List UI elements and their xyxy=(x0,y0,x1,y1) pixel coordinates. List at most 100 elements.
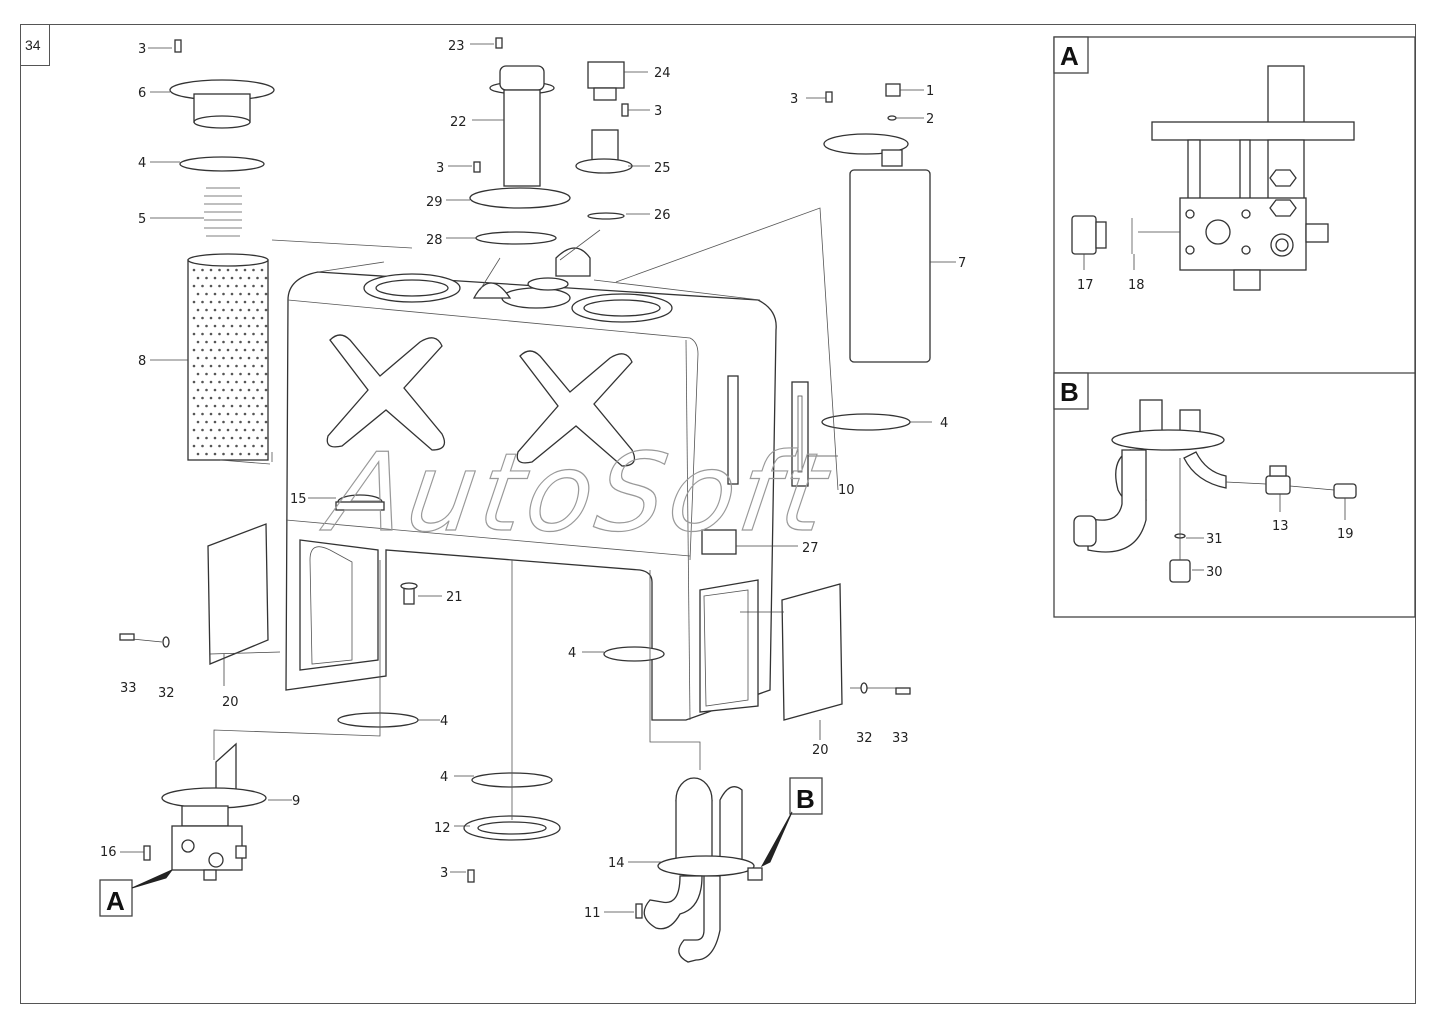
perforation-dot xyxy=(222,388,225,392)
perforation-dot xyxy=(230,340,234,344)
perforation-dot xyxy=(192,348,196,352)
inset-b-title: B xyxy=(1060,377,1079,407)
label-8: 8 xyxy=(138,354,146,369)
perforation-dot xyxy=(252,332,255,336)
perforation-dot xyxy=(243,364,247,368)
perforation-dot xyxy=(192,444,196,448)
label-33-left: 33 xyxy=(120,681,137,696)
perforation-dot xyxy=(213,292,217,296)
perforation-dot xyxy=(256,436,259,440)
perforation-dot xyxy=(196,276,200,280)
label-9: 9 xyxy=(292,794,300,809)
watermark: AutoSoft xyxy=(316,429,837,555)
valve-block-a xyxy=(143,742,267,881)
perforation-dot xyxy=(192,284,196,288)
perforation-dot xyxy=(222,436,225,440)
perforation-dot xyxy=(196,308,200,312)
perforation-dot xyxy=(247,308,251,312)
perforation-dot xyxy=(213,388,217,392)
perforation-dot xyxy=(196,340,200,344)
perforation-dot xyxy=(235,380,238,384)
perforation-dot xyxy=(264,420,268,424)
perforation-dot xyxy=(256,308,259,312)
perforation-dot xyxy=(226,348,230,352)
perforation-dot xyxy=(230,436,234,440)
perforation-dot xyxy=(218,300,221,304)
perforation-dot xyxy=(201,332,204,336)
perforation-dot xyxy=(213,340,217,344)
label-3-right: 3 xyxy=(790,92,798,107)
perforation-dot xyxy=(201,268,204,272)
perforation-dot xyxy=(256,404,259,408)
label-19: 19 xyxy=(1337,527,1354,542)
label-13: 13 xyxy=(1272,519,1289,534)
perforation-dot xyxy=(239,420,242,424)
perforation-dot xyxy=(209,300,213,304)
perforation-dot xyxy=(264,276,268,280)
perforation-dot xyxy=(239,292,242,296)
perforation-dot xyxy=(218,444,221,448)
perforation-dot xyxy=(196,436,200,440)
perforation-dot xyxy=(192,396,196,400)
hydraulic-tank xyxy=(285,247,809,721)
perforation-dot xyxy=(243,396,247,400)
perforation-dot xyxy=(192,268,196,272)
perforation-dot xyxy=(205,292,208,296)
label-4-mid: 4 xyxy=(568,646,576,661)
perforation-dot xyxy=(201,284,204,288)
page-number-box xyxy=(20,24,50,66)
perforation-dot xyxy=(260,364,264,368)
perforation-dot xyxy=(222,324,225,328)
perforation-dot xyxy=(230,324,234,328)
perforation-dot xyxy=(222,404,225,408)
perforation-dot xyxy=(218,380,221,384)
perforation-dot xyxy=(222,372,225,376)
page-number: 34 xyxy=(25,37,41,53)
perforation-dot xyxy=(256,388,259,392)
gasket xyxy=(337,712,419,728)
perforation-dot xyxy=(213,276,217,280)
perforation-dot xyxy=(239,436,242,440)
perforation-dot xyxy=(213,452,217,456)
perforation-dot xyxy=(256,340,259,344)
label-4-right: 4 xyxy=(940,416,948,431)
perforation-dot xyxy=(235,316,238,320)
perforation-dot xyxy=(235,396,238,400)
perforation-dot xyxy=(226,396,230,400)
perforation-dot xyxy=(235,412,238,416)
inset-a-title: A xyxy=(1060,41,1079,71)
perforation-dot xyxy=(201,428,204,432)
perforation-dot xyxy=(230,308,234,312)
label-2: 2 xyxy=(926,112,934,127)
perforation-dot xyxy=(264,388,268,392)
perforation-dot xyxy=(209,428,213,432)
perforation-dot xyxy=(209,348,213,352)
perforation-dot xyxy=(239,388,242,392)
label-26: 26 xyxy=(654,208,671,223)
perforation-dot xyxy=(226,332,230,336)
perforation-dot xyxy=(209,332,213,336)
perforation-dot xyxy=(264,340,268,344)
perforation-dot xyxy=(260,412,264,416)
perforation-dot xyxy=(264,324,268,328)
perforation-dot xyxy=(226,268,230,272)
perforation-dot xyxy=(196,356,200,360)
perforation-dot xyxy=(205,324,208,328)
perforation-dot xyxy=(218,284,221,288)
perforation-dot xyxy=(230,372,234,376)
label-20-right: 20 xyxy=(812,743,829,758)
label-4-bottom: 4 xyxy=(440,770,448,785)
perforation-dot xyxy=(213,308,217,312)
perforation-dot xyxy=(264,436,268,440)
perforation-dot xyxy=(230,404,234,408)
perforation-dot xyxy=(243,300,247,304)
return-filter xyxy=(821,83,931,431)
label-10: 10 xyxy=(838,483,855,498)
label-12: 12 xyxy=(434,821,451,836)
perforation-dot xyxy=(196,452,200,456)
cover-plate-left xyxy=(207,523,269,665)
label-31: 31 xyxy=(1206,532,1223,547)
perforation-dot xyxy=(209,412,213,416)
perforation-dot xyxy=(226,428,230,432)
callout-a: A xyxy=(106,886,125,916)
